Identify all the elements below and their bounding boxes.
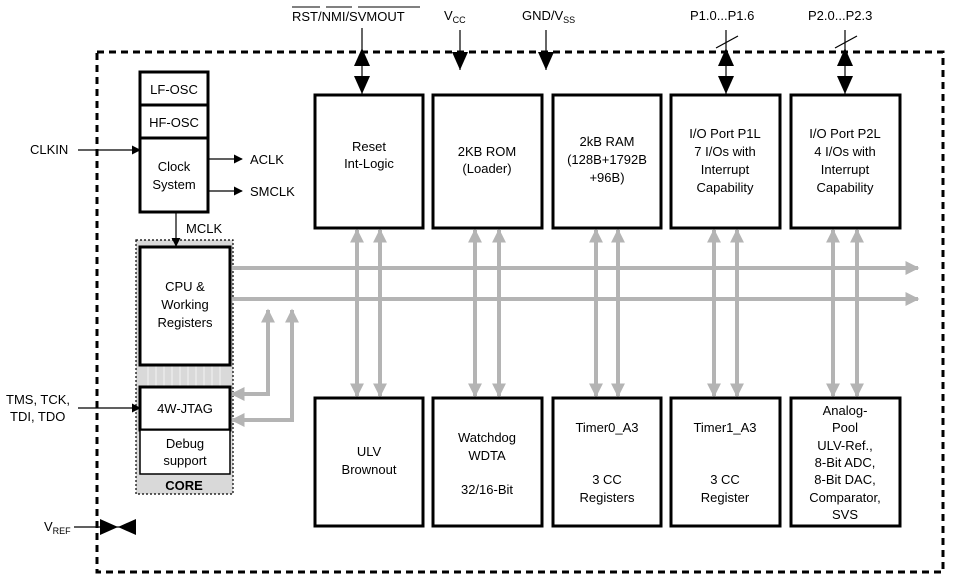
p2-pin-arrow-down [837,76,853,94]
bus-lines [230,261,920,427]
ulv-block [313,396,425,528]
analog-block [789,396,902,528]
core-stripes [147,366,221,386]
rom-label-2: (Loader) [462,161,511,176]
clock-system-label-2: System [152,177,195,192]
smclk-label: SMCLK [250,184,295,199]
timer0-label-4: 3 CC [592,472,622,487]
p2-label: P2.0...P2.3 [808,8,872,23]
p1l-label-4: Capability [696,180,754,195]
jtag-bus-link-1 [230,308,275,401]
p1-bus-slash [715,35,739,49]
p1l-label-3: Interrupt [701,162,750,177]
timer1-label-5: Register [701,490,750,505]
timer0-label-1: Timer0_A3 [575,420,638,435]
ram-label-1: 2kB RAM [580,134,635,149]
p2l-label-4: Capability [816,180,874,195]
gnd-pin-arrow [538,52,554,70]
cpu-label-2: Working [161,297,208,312]
cpu-label-1: CPU & [165,279,205,294]
p2l-label-3: Interrupt [821,162,870,177]
timer0-block [551,396,663,528]
analog-label-3: ULV-Ref., [817,438,872,453]
vref-label: VREF [44,519,71,536]
debug-label-2: support [163,453,207,468]
cpu-block [138,245,232,367]
analog-label-5: 8-Bit DAC, [814,472,875,487]
vref-arrow-right [118,519,136,535]
reset-label-2: Int-Logic [344,156,394,171]
lf-osc-label: LF-OSC [150,82,198,97]
analog-label-1: Analog- [823,403,868,418]
ulv-label-1: ULV [357,444,382,459]
module-bus-connectors [350,228,864,398]
p2-bus-slash [834,35,858,49]
gnd-label: GND/VSS [522,8,575,25]
p1-pin-arrow-down [718,76,734,94]
jtag-bus-link-2 [230,308,299,427]
jtag-label: 4W-JTAG [157,401,213,416]
p1l-label-1: I/O Port P1L [689,126,761,141]
chip-boundary [95,50,945,574]
analog-label-4: 8-Bit ADC, [815,455,876,470]
debug-block [139,429,231,475]
wdt-block [431,396,544,528]
rom-block [431,93,544,230]
wdt-label-1: Watchdog [458,430,516,445]
hf-osc-block [138,103,210,140]
timer1-label-4: 3 CC [710,472,740,487]
p2l-block [789,93,902,230]
timer1-label-1: Timer1_A3 [693,420,756,435]
jtag-pins-label-2: TDI, TDO [10,409,65,424]
reset-label-1: Reset [352,139,386,154]
ram-label-3: +96B) [589,170,624,185]
wdt-label-2: WDTA [468,448,506,463]
p2l-label-1: I/O Port P2L [809,126,881,141]
analog-label-6: Comparator, [809,490,881,505]
p2l-label-2: 4 I/Os with [814,144,875,159]
rom-label-1: 2KB ROM [458,144,517,159]
p1l-block [669,93,782,230]
wdt-label-4: 32/16-Bit [461,482,513,497]
reset-block [313,93,425,230]
ram-label-2: (128B+1792B [567,152,647,167]
ram-block [551,93,663,230]
ulv-label-2: Brownout [342,462,397,477]
timer0-label-5: Registers [580,490,635,505]
cpu-label-3: Registers [158,315,213,330]
debug-label-1: Debug [166,436,204,451]
analog-label-7: SVS [832,507,858,522]
vcc-label: VCC [444,8,466,25]
timer1-block [669,396,782,528]
p1-label: P1.0...P1.6 [690,8,754,23]
jtag-pins-label-1: TMS, TCK, [6,392,70,407]
vref-arrow-left [100,519,118,535]
lf-osc-block [138,70,210,107]
rst-pin-arrow-up [354,48,370,66]
clock-system-block [138,136,210,214]
analog-label-2: Pool [832,420,858,435]
jtag-block [138,385,232,432]
aclk-label: ACLK [250,152,284,167]
hf-osc-label: HF-OSC [149,115,199,130]
rst-pin-arrow-down [354,76,370,94]
clkin-label: CLKIN [30,142,68,157]
core-label: CORE [165,478,203,493]
p1l-label-2: 7 I/Os with [694,144,755,159]
clock-system-label-1: Clock [158,159,191,174]
p1-pin-arrow-up [718,48,734,66]
p2-pin-arrow-up [837,48,853,66]
vcc-pin-arrow [452,52,468,70]
rst-label: RST/NMI/SVMOUT [292,9,405,24]
mclk-label: MCLK [186,221,222,236]
